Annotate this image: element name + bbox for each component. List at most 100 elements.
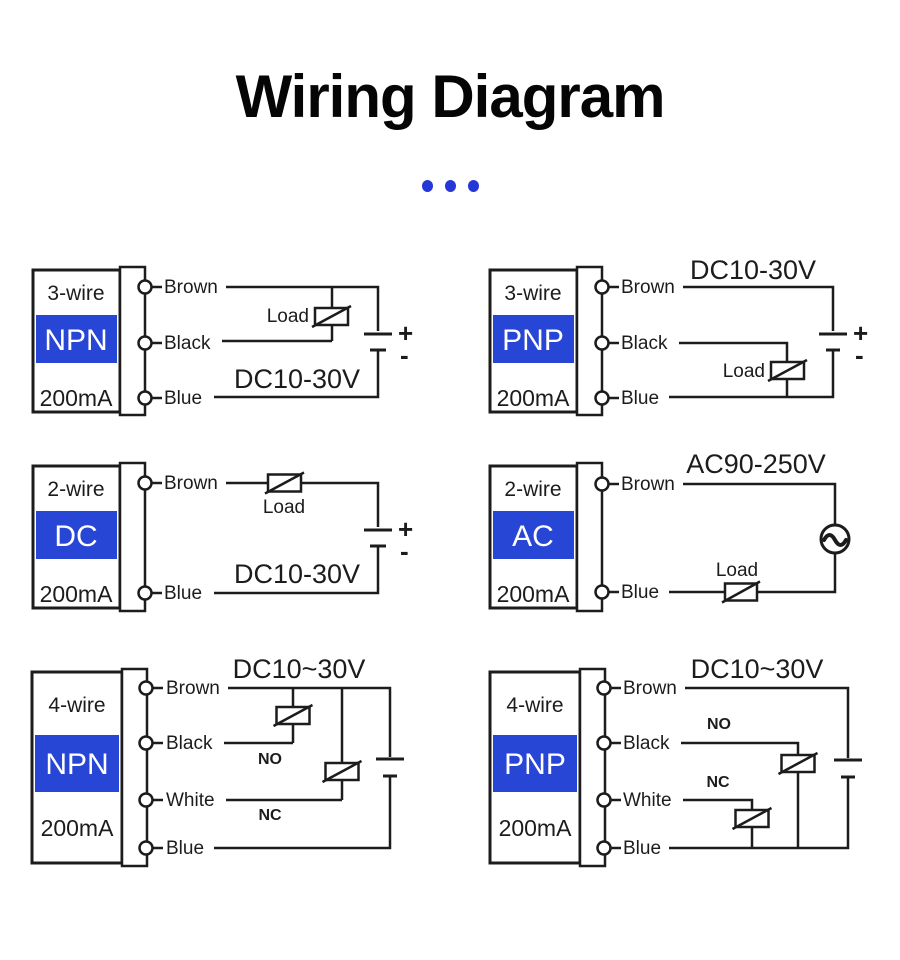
wire-brown <box>683 285 835 331</box>
wire-count-label: 2-wire <box>47 478 104 501</box>
output-type-label: PNP <box>502 324 564 357</box>
wire-label-black: Black <box>623 733 670 754</box>
battery-icon <box>364 528 392 548</box>
output-type-label: NPN <box>44 324 107 357</box>
wire-label-blue: Blue <box>621 388 659 409</box>
wire-label-black: Black <box>164 333 211 354</box>
wire-blue <box>669 777 850 850</box>
diagram-2-wire-ac: 2-wire AC 200mA Brown Blue AC90-250V Loa… <box>488 449 851 613</box>
load-resistor-icon <box>321 759 363 784</box>
load-label: Load <box>716 560 758 581</box>
no-contact-label: NO <box>258 751 282 768</box>
terminal-icon <box>137 390 153 406</box>
sensor-type-band <box>493 511 574 559</box>
terminal-icon <box>596 840 612 856</box>
current-rating-label: 200mA <box>41 815 115 841</box>
battery-icon <box>819 332 847 352</box>
no-contact-label: NO <box>707 716 731 733</box>
load-label: Load <box>267 306 309 327</box>
wire-count-label: 4-wire <box>48 694 105 717</box>
battery-icon <box>364 332 392 352</box>
terminal-icon <box>596 792 612 808</box>
terminal-icon <box>594 279 610 295</box>
wire-label-blue: Blue <box>164 388 202 409</box>
wire-label-white: White <box>166 790 215 811</box>
wire-count-label: 3-wire <box>47 282 104 305</box>
terminal-stubs <box>608 482 619 594</box>
wire-black-no <box>681 741 800 848</box>
title-divider-dots <box>0 180 900 192</box>
wire-blue <box>214 777 392 850</box>
diagram-3-wire-pnp: 3-wire PNP 200mA Brown Black Blue DC10-3… <box>488 255 868 417</box>
wire-label-brown: Brown <box>621 277 675 298</box>
sensor-connector-strip <box>120 667 149 868</box>
nc-contact-label: NC <box>258 807 282 824</box>
current-rating-label: 200mA <box>497 385 571 411</box>
current-rating-label: 200mA <box>40 581 114 607</box>
voltage-label: DC10-30V <box>234 559 360 589</box>
dot-icon <box>421 180 433 192</box>
terminal-stubs <box>151 481 162 595</box>
sensor-type-band <box>493 315 574 363</box>
plus-sign: + <box>398 318 413 348</box>
output-type-label: NPN <box>45 748 108 781</box>
wire-white-nc <box>226 688 344 802</box>
sensor-type-band <box>36 315 117 363</box>
wire-label-blue: Blue <box>621 582 659 603</box>
current-rating-label: 200mA <box>40 385 114 411</box>
wire-black <box>222 287 334 343</box>
sensor-connector-strip <box>578 667 607 868</box>
voltage-label: DC10-30V <box>690 255 816 285</box>
output-type-label: AC <box>512 520 554 553</box>
minus-sign: - <box>855 340 864 370</box>
plus-sign: + <box>853 318 868 348</box>
wire-black-blue <box>669 341 835 399</box>
wire-label-brown: Brown <box>623 678 677 699</box>
terminal-icon <box>138 735 154 751</box>
terminal-icon <box>137 335 153 351</box>
terminal-icon <box>137 475 153 491</box>
wire-label-brown: Brown <box>621 474 675 495</box>
dot-icon <box>444 180 456 192</box>
load-resistor-icon <box>272 703 314 728</box>
wire-label-brown: Brown <box>164 473 218 494</box>
terminal-icon <box>594 335 610 351</box>
wire-label-black: Black <box>166 733 213 754</box>
terminal-icon <box>596 680 612 696</box>
terminal-stubs <box>151 285 162 400</box>
battery-icon <box>834 758 862 779</box>
load-label: Load <box>263 497 305 518</box>
plus-sign: + <box>398 514 413 544</box>
terminal-icon <box>594 390 610 406</box>
load-resistor-icon <box>777 751 819 776</box>
terminal-icon <box>138 840 154 856</box>
wire-label-brown: Brown <box>166 678 220 699</box>
battery-icon <box>376 757 404 778</box>
terminal-icon <box>137 279 153 295</box>
minus-sign: - <box>400 536 409 566</box>
wire-label-black: Black <box>621 333 668 354</box>
terminal-icon <box>138 792 154 808</box>
diagram-4-wire-npn: 4-wire NPN 200mA Brown Black White Blue … <box>30 654 404 868</box>
minus-sign: - <box>400 340 409 370</box>
wire-brown <box>685 686 850 758</box>
load-resistor-icon <box>311 304 352 329</box>
wire-brown <box>228 686 392 757</box>
voltage-label: DC10-30V <box>234 364 360 394</box>
wire-blue <box>669 553 837 594</box>
load-resistor-icon <box>767 358 808 383</box>
diagram-3-wire-npn: 3-wire NPN 200mA Brown Black Blue Load +… <box>31 265 413 417</box>
nc-contact-label: NC <box>706 774 730 791</box>
terminal-icon <box>594 476 610 492</box>
sensor-type-band <box>35 735 119 792</box>
dot-icon <box>467 180 479 192</box>
output-type-label: PNP <box>504 748 566 781</box>
wire-blue <box>214 546 380 595</box>
wire-label-blue: Blue <box>623 838 661 859</box>
wire-brown <box>226 285 380 331</box>
terminal-icon <box>137 585 153 601</box>
wire-brown <box>683 482 837 525</box>
voltage-label: DC10~30V <box>233 654 366 684</box>
wire-label-blue: Blue <box>164 583 202 604</box>
